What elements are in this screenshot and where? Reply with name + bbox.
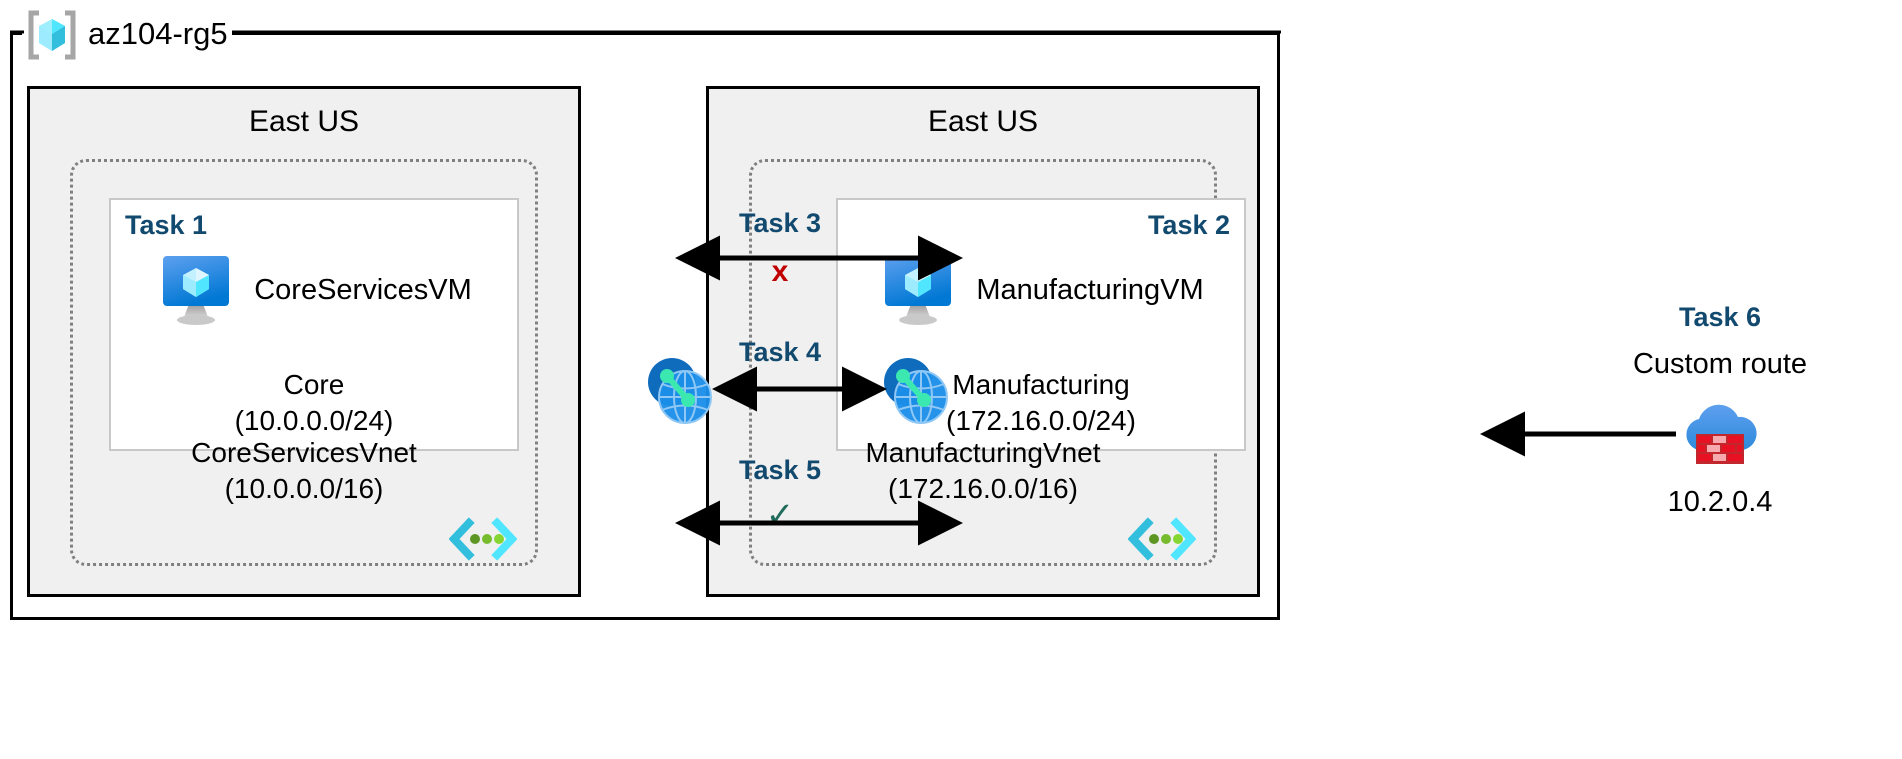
custom-route-ip: 10.2.0.4 xyxy=(1667,486,1773,518)
vm-name-manufacturing: ManufacturingVM xyxy=(976,273,1204,306)
azure-resource-group-icon xyxy=(28,10,76,60)
task-3-fail-mark: x xyxy=(771,255,789,288)
task-label-3: Task 3 xyxy=(738,208,822,238)
vm-row-core: CoreServicesVM xyxy=(111,252,517,328)
task-label-5: Task 5 xyxy=(738,455,822,485)
task-label-4: Task 4 xyxy=(738,337,822,367)
vnet-brackets-icon xyxy=(449,517,517,561)
virtual-machine-icon xyxy=(163,256,230,325)
vm-name-core: CoreServicesVM xyxy=(254,273,472,306)
vnet-caption-manufacturing: ManufacturingVnet (172.16.0.0/16) xyxy=(752,435,1214,507)
region-box-right: East US Task 2 xyxy=(706,86,1260,597)
virtual-machine-icon xyxy=(885,256,952,325)
subnet-cidr-manufacturing: (172.16.0.0/24) xyxy=(946,405,1136,436)
task-5-success-mark: ✓ xyxy=(765,496,795,534)
vnet-cidr-manufacturing: (172.16.0.0/16) xyxy=(888,473,1078,504)
vnet-peering-icon-right xyxy=(884,358,948,424)
task-label-2: Task 2 xyxy=(1147,210,1230,240)
firewall-cloud-icon xyxy=(1686,404,1757,464)
resource-group-frame xyxy=(10,32,1280,620)
vnet-peering-icon-left xyxy=(648,358,712,424)
vm-row-manufacturing: ManufacturingVM xyxy=(838,252,1244,328)
subnet-name-core: Core xyxy=(283,369,345,400)
task-label-1: Task 1 xyxy=(125,210,208,240)
subnet-caption-manufacturing: Manufacturing (172.16.0.0/24) xyxy=(838,367,1244,439)
task-label-6: Task 6 xyxy=(1678,302,1762,332)
subnet-caption-core: Core (10.0.0.0/24) xyxy=(111,367,517,439)
vnet-name-manufacturing: ManufacturingVnet xyxy=(865,437,1101,468)
subnet-box-core: Task 1 xyxy=(109,198,519,451)
subnet-name-manufacturing: Manufacturing xyxy=(952,369,1130,400)
vnet-cidr-core: (10.0.0.0/16) xyxy=(224,473,384,504)
resource-group-name: az104-rg5 xyxy=(88,16,228,51)
vnet-brackets-icon xyxy=(1128,517,1196,561)
custom-route-description: Custom route xyxy=(1632,348,1808,380)
region-box-left: East US Task 1 xyxy=(27,86,581,597)
vnet-caption-core: CoreServicesVnet (10.0.0.0/16) xyxy=(73,435,535,507)
region-title-left: East US xyxy=(248,105,360,138)
region-title-right: East US xyxy=(927,105,1039,138)
subnet-cidr-core: (10.0.0.0/24) xyxy=(234,405,394,436)
vnet-name-core: CoreServicesVnet xyxy=(191,437,417,468)
vnet-boundary-left: Task 1 xyxy=(70,159,538,566)
